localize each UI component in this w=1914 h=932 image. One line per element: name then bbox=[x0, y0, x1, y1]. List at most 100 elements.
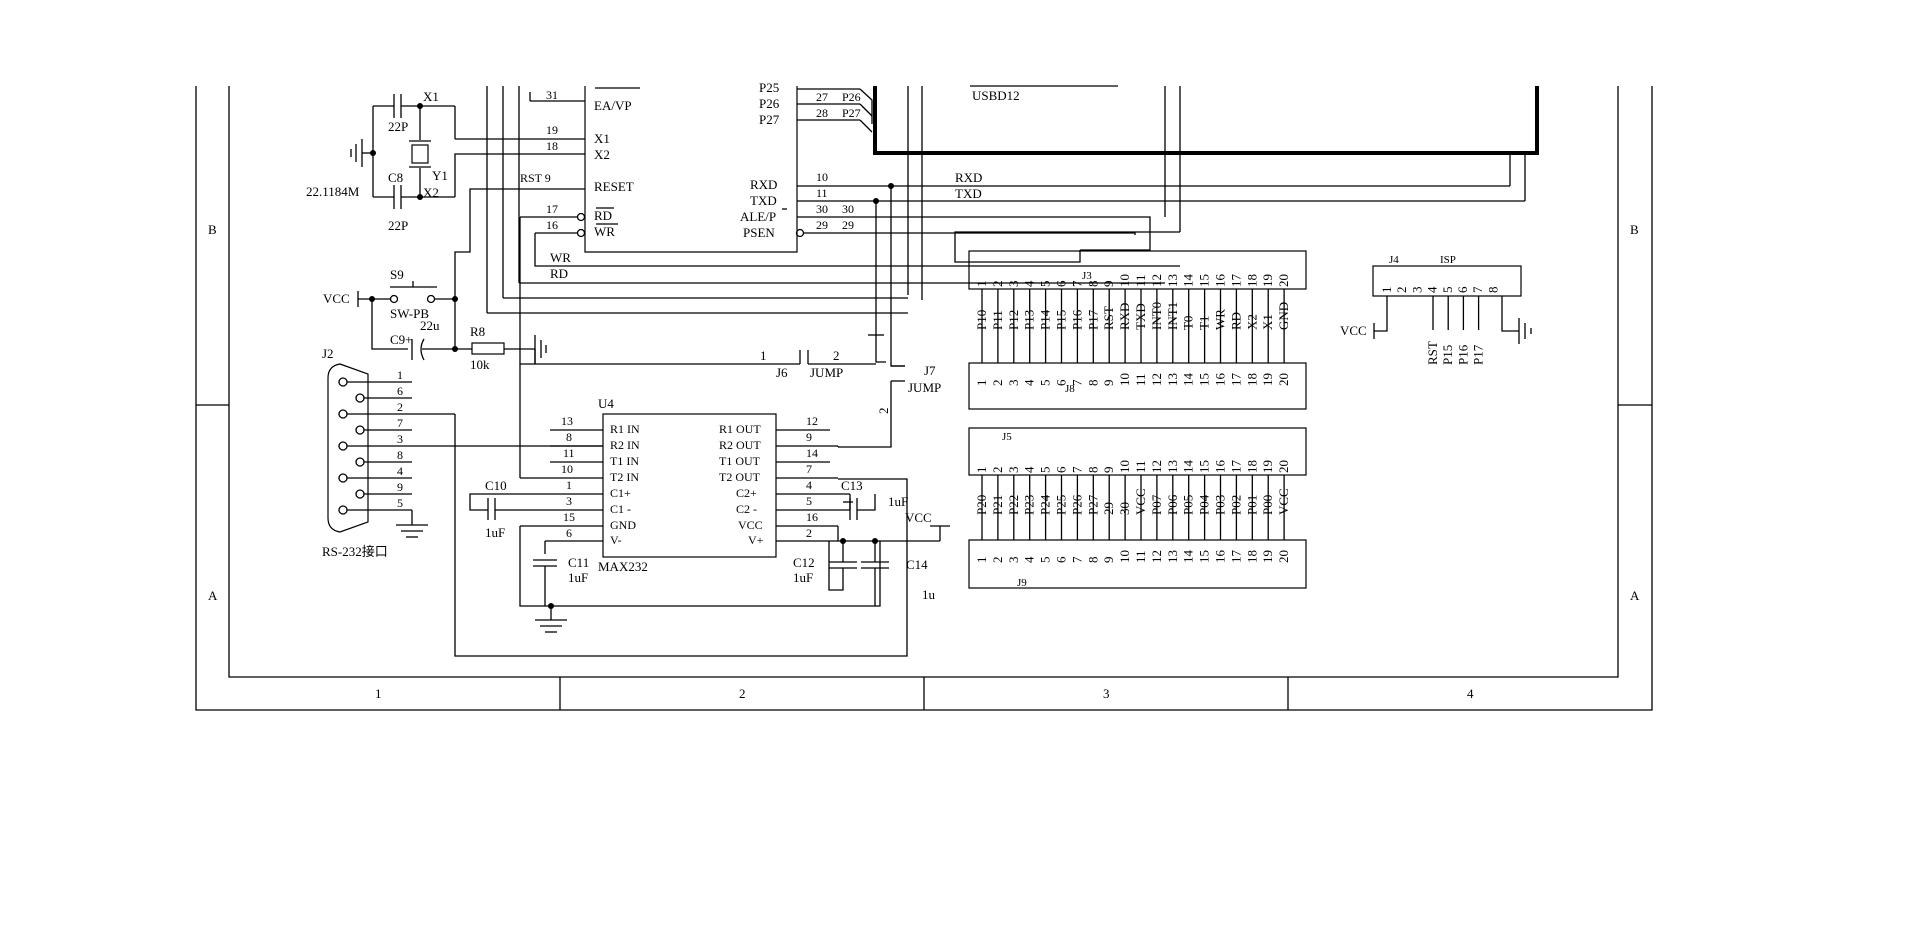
net-label-rd: RD bbox=[550, 266, 568, 281]
header-j5-pin-12: 12 bbox=[1149, 460, 1164, 473]
mcu-pin-x1: X1 bbox=[594, 131, 610, 146]
isp-signal-2: P15 bbox=[1440, 345, 1455, 365]
header-j3-pin-16: 16 bbox=[1213, 274, 1228, 288]
max232-vcc: VCC bbox=[738, 518, 763, 532]
max232-vminus: V- bbox=[610, 533, 622, 547]
header-j3-pin-13: 13 bbox=[1165, 274, 1180, 287]
db9-pin-5: 5 bbox=[397, 496, 403, 510]
col-label-4: 4 bbox=[1467, 686, 1474, 701]
max232-pin15-num: 15 bbox=[563, 510, 575, 524]
header-j8-pin-6: 6 bbox=[1054, 379, 1069, 386]
mcu-pin-p25: P25 bbox=[759, 80, 779, 95]
reset-c9-value: 22u bbox=[420, 318, 440, 333]
c13-value: 1uF bbox=[888, 494, 908, 509]
mcu-pin-19-num: 19 bbox=[546, 123, 558, 137]
header-j5-pin-14: 14 bbox=[1181, 460, 1196, 474]
max232-vcc-label: VCC bbox=[905, 510, 932, 525]
max232-t1in: T1 IN bbox=[610, 454, 639, 468]
max232-pin11-num: 11 bbox=[563, 446, 575, 460]
max232-t1out: T1 OUT bbox=[719, 454, 761, 468]
mcu-pin-29-num: 29 bbox=[816, 218, 828, 232]
max232-r1out: R1 OUT bbox=[719, 422, 761, 436]
isp-pin-4: 4 bbox=[1425, 286, 1440, 293]
isp-pin-7: 7 bbox=[1470, 286, 1485, 293]
isp-pin-2: 2 bbox=[1394, 287, 1409, 294]
header-j8-pin-3: 3 bbox=[1006, 379, 1021, 386]
db9-label: RS-232接口 bbox=[322, 544, 388, 559]
ground-icon bbox=[1518, 318, 1532, 344]
mcu-pin-reset: RESET bbox=[594, 179, 634, 194]
header-j3-pin-18: 18 bbox=[1244, 274, 1259, 287]
col-label-2: 2 bbox=[739, 686, 746, 701]
header-j5-pin-18: 18 bbox=[1244, 460, 1259, 473]
header-j8-pin-4: 4 bbox=[1022, 379, 1037, 386]
db9-pin-6: 6 bbox=[397, 384, 403, 398]
mcu-pin-p27: P27 bbox=[759, 112, 780, 127]
c12-label: C12 bbox=[793, 555, 815, 570]
mcu-pin-ale: ALE/P bbox=[740, 209, 776, 224]
header-j3-pin-11: 11 bbox=[1133, 274, 1148, 287]
max232-pin6-num: 6 bbox=[566, 526, 572, 540]
mcu-pin-psen: PSEN bbox=[743, 225, 775, 240]
header-j3-pin-15: 15 bbox=[1197, 274, 1212, 287]
max232-r2in: R2 IN bbox=[610, 438, 640, 452]
isp-pin-6: 6 bbox=[1455, 286, 1470, 293]
mcu-pin-wr: WR bbox=[594, 224, 615, 239]
max232-pin9-num: 9 bbox=[806, 430, 812, 444]
max232-t2in: T2 IN bbox=[610, 470, 639, 484]
header-j9-pin-11: 11 bbox=[1133, 550, 1148, 563]
header-j9-pin-17: 17 bbox=[1228, 550, 1243, 564]
max232-ref: U4 bbox=[598, 396, 614, 411]
mcu-pin-16-num: 16 bbox=[546, 218, 558, 232]
header-j3-pin-12: 12 bbox=[1149, 274, 1164, 287]
header-j8-pin-5: 5 bbox=[1038, 380, 1053, 387]
header-j8-pin-10: 10 bbox=[1117, 373, 1132, 386]
header-j3-pin-5: 5 bbox=[1038, 281, 1053, 288]
mcu-pin-x2: X2 bbox=[594, 147, 610, 162]
mcu-pin-rxd: RXD bbox=[750, 177, 777, 192]
ground-icon bbox=[350, 139, 363, 167]
header-j8-pin-9: 9 bbox=[1101, 380, 1116, 387]
mcu-chip: 31 EA/VP 19 X1 18 X2 RST 9 RESET 17 RD 1… bbox=[455, 80, 1525, 253]
reset-s9-label: S9 bbox=[390, 267, 404, 282]
row-label-b-left: B bbox=[208, 222, 217, 237]
row-label-b-right: B bbox=[1630, 222, 1639, 237]
crystal-x1-label: X1 bbox=[423, 89, 439, 104]
max232-t2out: T2 OUT bbox=[719, 470, 761, 484]
max232-c1minus: C1 - bbox=[610, 502, 631, 516]
max232-pin12-num: 12 bbox=[806, 414, 818, 428]
max232-pin8-num: 8 bbox=[566, 430, 572, 444]
mcu-pin-27-num: 27 bbox=[816, 90, 828, 104]
max232-r1in: R1 IN bbox=[610, 422, 640, 436]
mcu-pin-18-num: 18 bbox=[546, 139, 558, 153]
header-j3-pin-9: 9 bbox=[1101, 281, 1116, 288]
net-label-rxd: RXD bbox=[955, 170, 982, 185]
header-j8-pin-13: 13 bbox=[1165, 373, 1180, 386]
header-j8-pin-7: 7 bbox=[1069, 379, 1084, 386]
header-j5-pin-13: 13 bbox=[1165, 460, 1180, 473]
max232-c1plus: C1+ bbox=[610, 486, 631, 500]
crystal-frequency: 22.1184M bbox=[306, 184, 360, 199]
c10-label: C10 bbox=[485, 478, 507, 493]
header-j3-pin-8: 8 bbox=[1085, 281, 1100, 288]
reset-c9-label: C9+ bbox=[390, 332, 413, 347]
net-label-txd: TXD bbox=[955, 186, 982, 201]
header-j8-pin-1: 1 bbox=[974, 380, 989, 387]
header-j9-pin-9: 9 bbox=[1101, 557, 1116, 564]
header-j8-pin-14: 14 bbox=[1181, 373, 1196, 387]
header-j9-pin-13: 13 bbox=[1165, 550, 1180, 563]
mcu-pin-11-num: 11 bbox=[816, 186, 828, 200]
max232-pin1-num: 1 bbox=[566, 478, 572, 492]
row-label-a-right: A bbox=[1630, 588, 1640, 603]
header-j5-pin-9: 9 bbox=[1101, 467, 1116, 474]
header-j9-pin-18: 18 bbox=[1244, 550, 1259, 563]
ground-icon bbox=[396, 524, 428, 538]
header-j5-pin-19: 19 bbox=[1260, 460, 1275, 473]
header-j5-pin-11: 11 bbox=[1133, 460, 1148, 473]
db9-ref: J2 bbox=[322, 346, 334, 361]
header-j5-pin-15: 15 bbox=[1197, 460, 1212, 473]
